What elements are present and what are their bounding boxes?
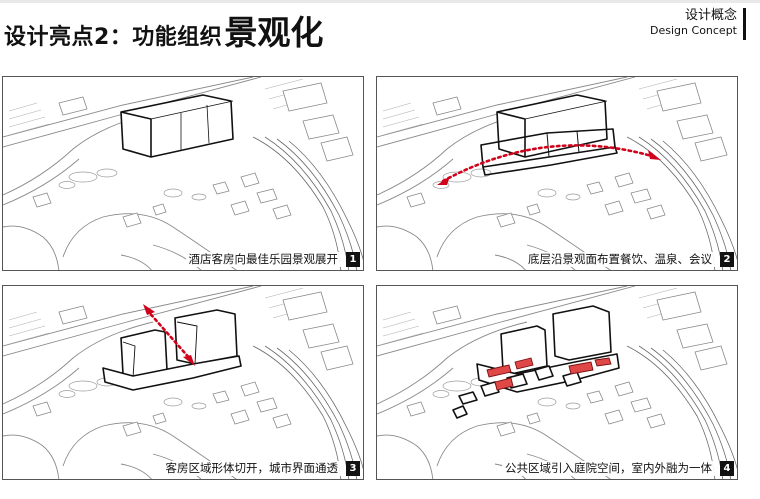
site-drawing-3 [3,286,363,479]
page-title-emphasis: 景观化 [224,13,324,52]
road-lines [3,286,262,479]
concept-en: Design Concept [650,24,737,37]
site-drawing-2 [377,77,737,270]
context-buildings [32,291,354,437]
panel-number: 3 [346,461,360,476]
site-drawing-1 [3,77,363,270]
context-buildings [406,82,728,228]
curved-slope [252,345,363,479]
permeability-arrow [143,304,195,366]
courtyard-spaces [486,357,612,391]
curved-slope [252,136,363,270]
hotel-block [496,94,608,158]
view-arrow [437,144,661,185]
panel-caption: 酒店客房向最佳乐园景观展开 [185,252,341,267]
site-context [3,286,363,479]
panel-number: 2 [720,252,734,267]
diagram-panel-3: 客房区域形体切开，城市界面通透 3 [2,285,364,480]
diagram-panel-1: 酒店客房向最佳乐园景观展开 1 [2,76,364,271]
panel-caption: 客房区域形体切开，城市界面通透 [162,461,341,476]
curved-slope [626,136,737,270]
curved-slope [626,345,737,479]
hotel-block [120,94,234,158]
split-hotel-blocks [102,309,242,391]
page-title-main: 设计亮点2：功能组织 [4,25,223,50]
design-concept-label: 设计概念 Design Concept [606,8,746,40]
panel-number: 1 [346,252,360,267]
landscape-blobs [432,168,581,201]
page-title: 设计亮点2：功能组织 景观化 [4,6,323,52]
panel-caption: 公共区域引入庭院空间，室内外融为一体 [502,461,715,476]
site-drawing-4 [377,286,737,479]
landscape-blobs [58,168,207,201]
panel-caption: 底层沿景观面布置餐饮、温泉、会议 [525,252,715,267]
site-context [377,77,737,270]
concept-cn: 设计概念 [684,8,737,23]
panel-number: 4 [720,461,734,476]
road-lines [3,77,262,270]
context-buildings [32,82,354,228]
context-buildings [406,291,728,437]
podium-outline [480,128,618,176]
diagram-panel-2: 底层沿景观面布置餐饮、温泉、会议 2 [376,76,738,271]
site-context [3,77,363,270]
top-strip [0,0,760,3]
diagram-panel-4: 公共区域引入庭院空间，室内外融为一体 4 [376,285,738,480]
